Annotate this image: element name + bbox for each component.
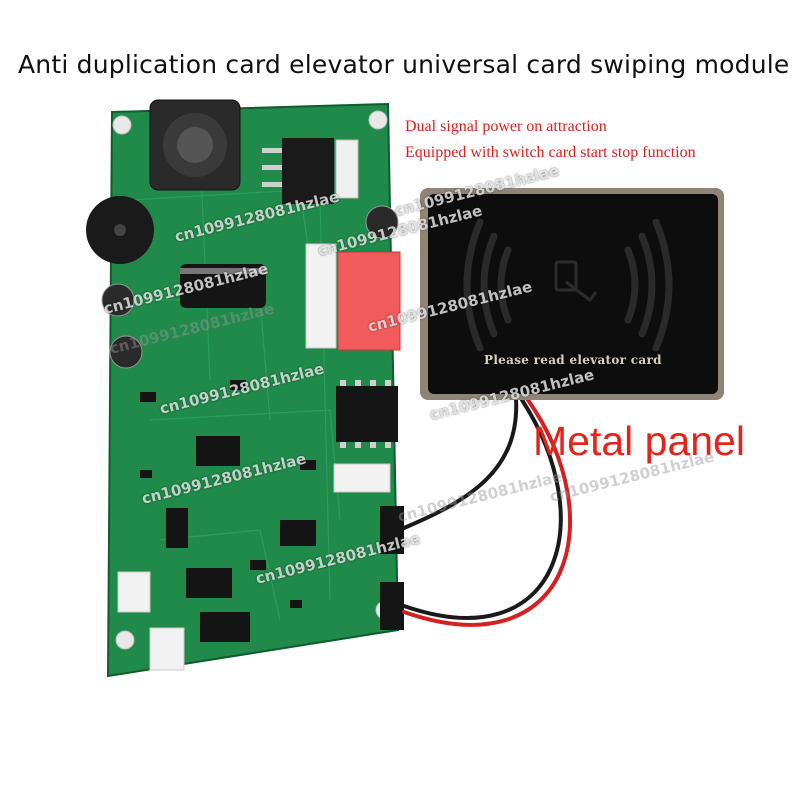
panel-caption: Please read elevator card (484, 353, 662, 367)
inductor (149, 99, 241, 191)
buzzer (86, 196, 154, 264)
connectors (117, 506, 404, 671)
feature-text-2: Equipped with switch card start stop fun… (405, 144, 696, 161)
relay (305, 243, 401, 351)
product-title: Anti duplication card elevator universal… (18, 50, 790, 79)
dip-chip (333, 380, 398, 493)
feature-text-1: Dual signal power on attraction (405, 118, 607, 135)
regulator-chip (262, 138, 359, 204)
panel-label: Metal panel (533, 418, 745, 464)
reader-panel (420, 188, 724, 400)
cables (402, 396, 572, 627)
smd-components (140, 380, 316, 642)
capacitors (101, 205, 399, 369)
